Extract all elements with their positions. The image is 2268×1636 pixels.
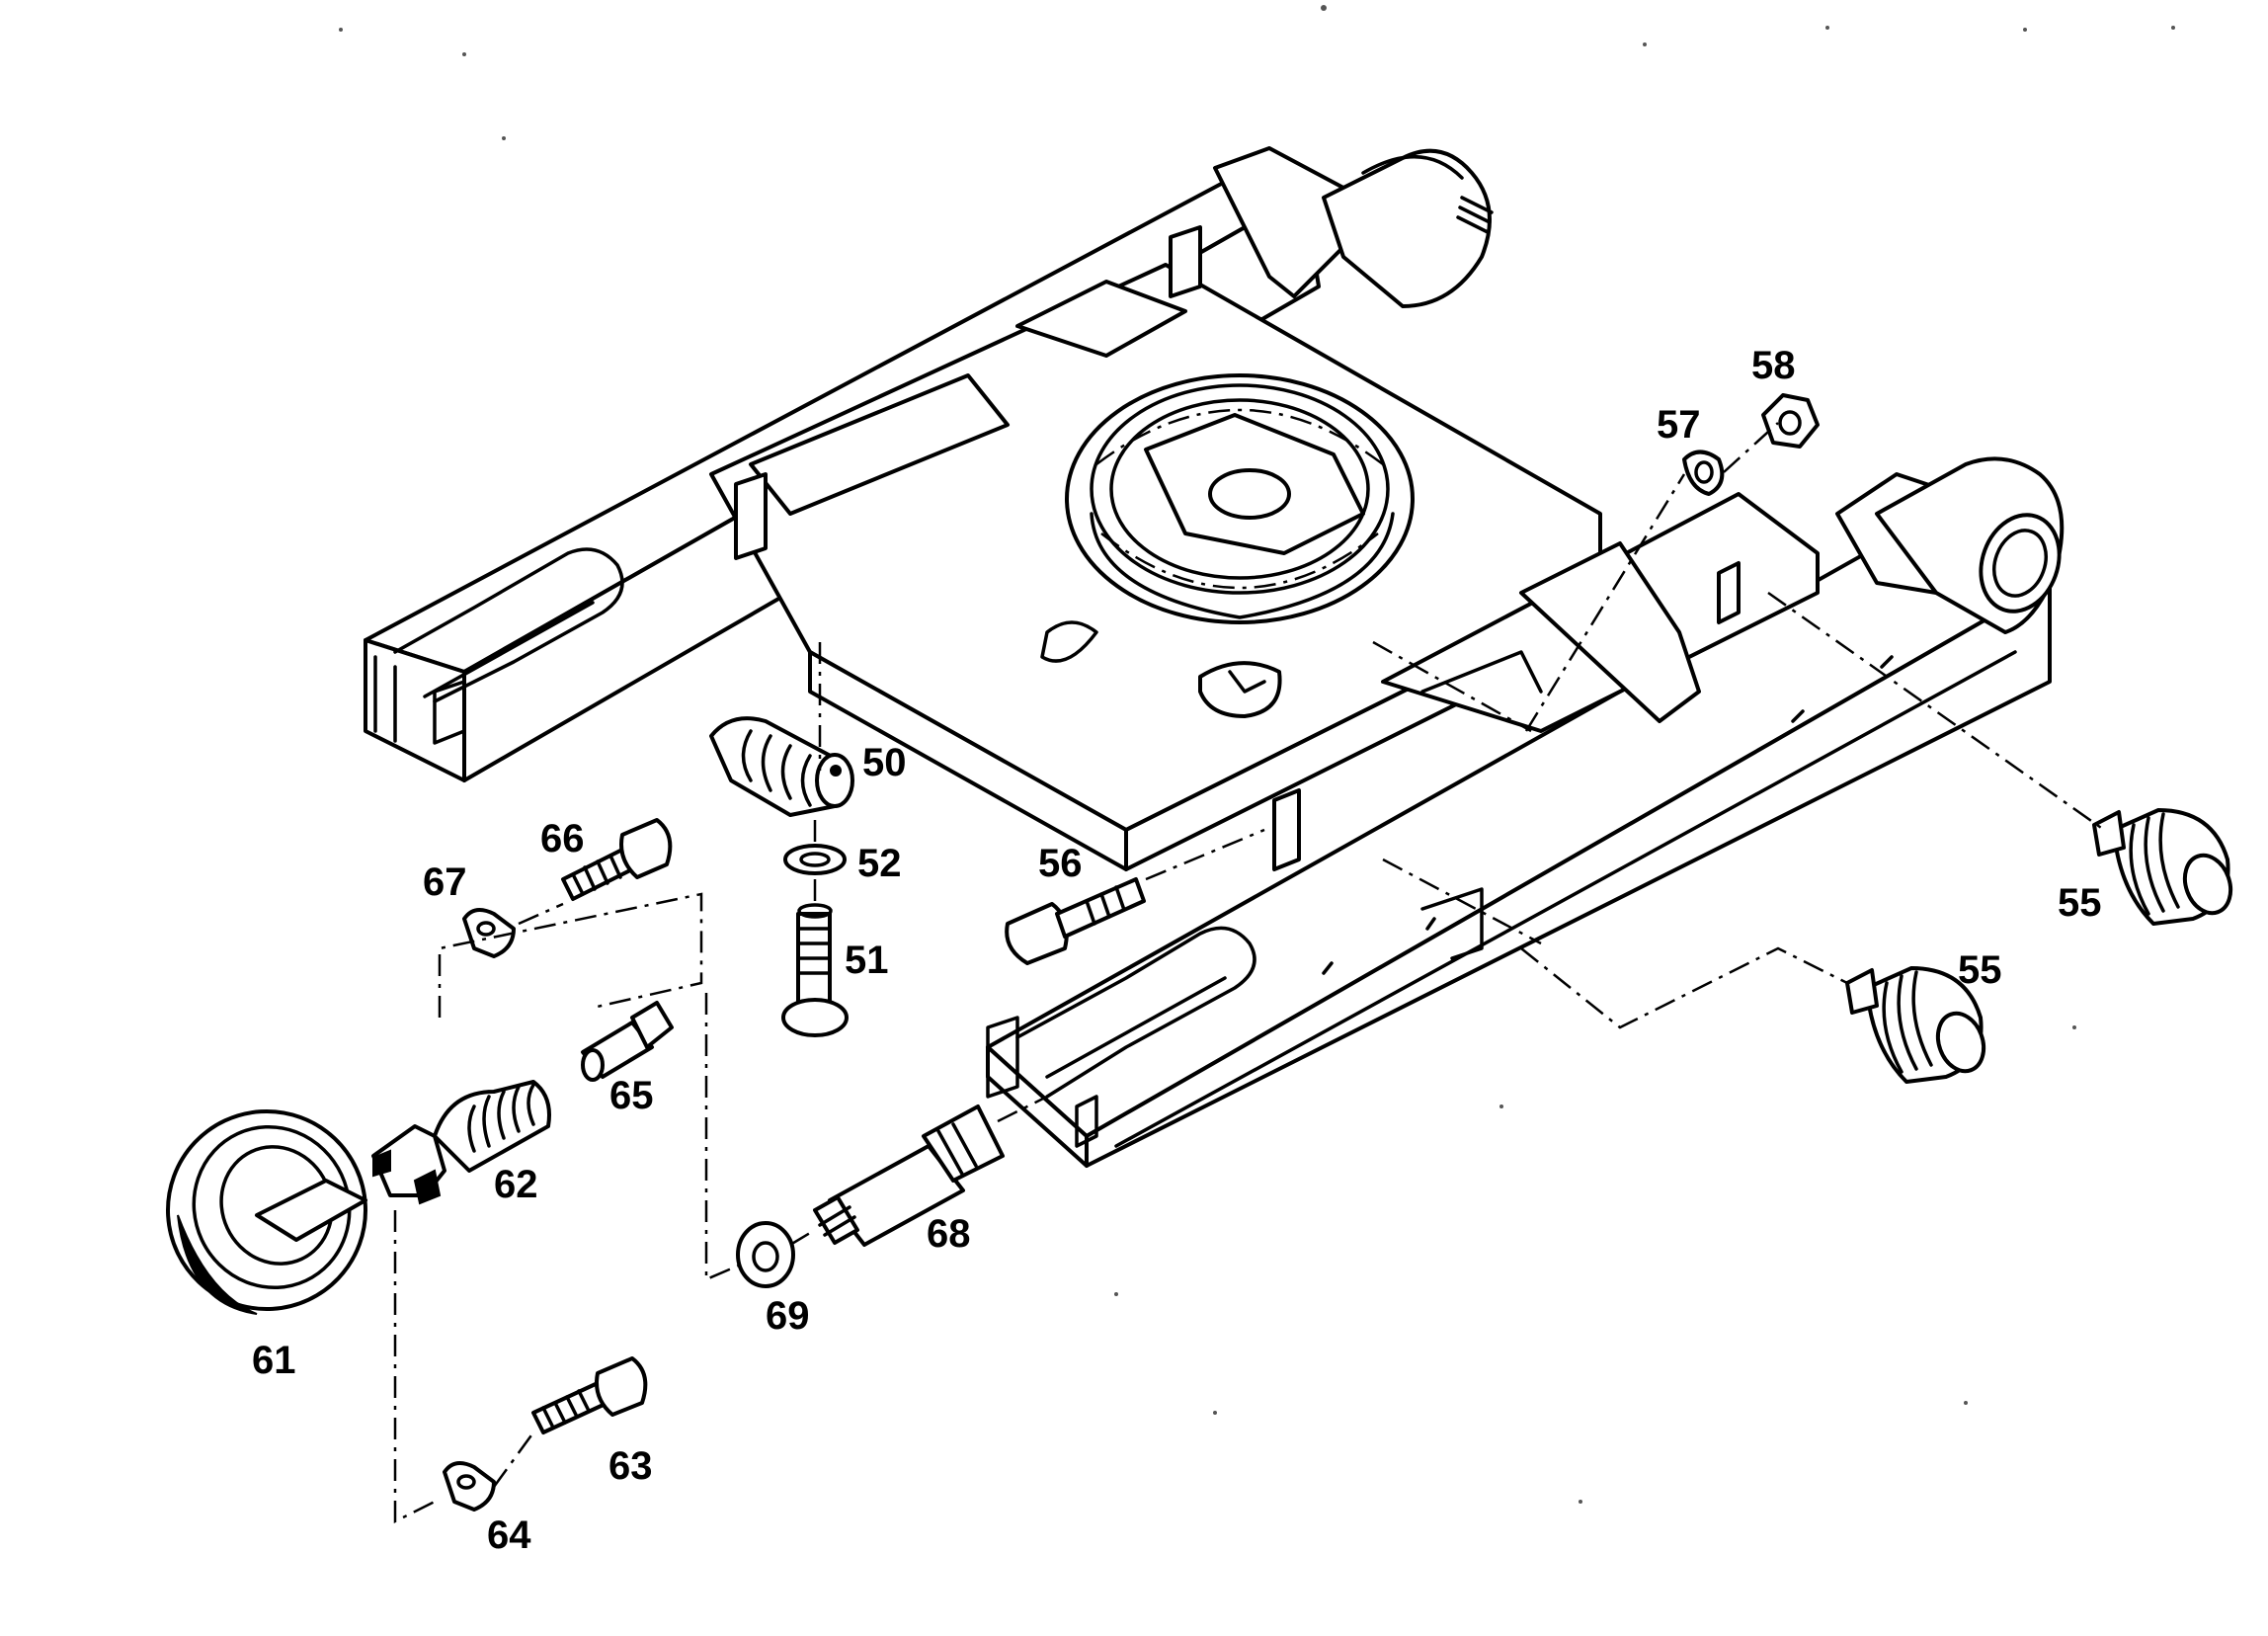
callout-61: 61 — [252, 1339, 296, 1382]
track-frame — [364, 146, 2065, 1168]
callout-57: 57 — [1657, 403, 1701, 447]
part-61 — [166, 1109, 367, 1315]
callouts: 50 51 52 55 55 56 57 58 61 62 63 64 65 6… — [252, 344, 2102, 1557]
part-55a — [2092, 808, 2233, 926]
part-62 — [371, 1080, 551, 1205]
callout-66: 66 — [540, 817, 585, 860]
part-67 — [462, 908, 516, 958]
callout-51: 51 — [845, 939, 889, 982]
callout-55b: 55 — [1958, 948, 2002, 992]
callout-63: 63 — [608, 1444, 653, 1488]
scan-specks — [339, 5, 2175, 1504]
callout-52: 52 — [857, 842, 902, 885]
callout-64: 64 — [487, 1513, 531, 1557]
part-64 — [443, 1461, 496, 1512]
callout-65: 65 — [609, 1074, 654, 1117]
part-68 — [813, 1104, 1005, 1247]
part-58 — [1761, 393, 1820, 449]
part-63 — [531, 1356, 648, 1434]
callout-56: 56 — [1038, 842, 1083, 885]
exploded-parts — [166, 393, 2233, 1512]
part-66 — [561, 818, 673, 901]
callout-58: 58 — [1751, 344, 1796, 387]
callout-50: 50 — [862, 741, 907, 784]
leader-lines — [393, 422, 2105, 1524]
part-52 — [783, 844, 847, 875]
part-50 — [709, 716, 854, 817]
swing-bearing — [1065, 373, 1415, 624]
part-55b — [1845, 966, 1986, 1084]
part-57 — [1682, 450, 1725, 496]
callout-62: 62 — [494, 1163, 538, 1206]
callout-67: 67 — [423, 860, 467, 904]
part-56 — [1005, 877, 1146, 965]
callout-69: 69 — [766, 1294, 810, 1338]
callout-55a: 55 — [2058, 881, 2102, 925]
part-65 — [581, 1001, 674, 1082]
part-69 — [736, 1221, 795, 1288]
callout-68: 68 — [927, 1212, 971, 1256]
part-51 — [781, 903, 849, 1037]
